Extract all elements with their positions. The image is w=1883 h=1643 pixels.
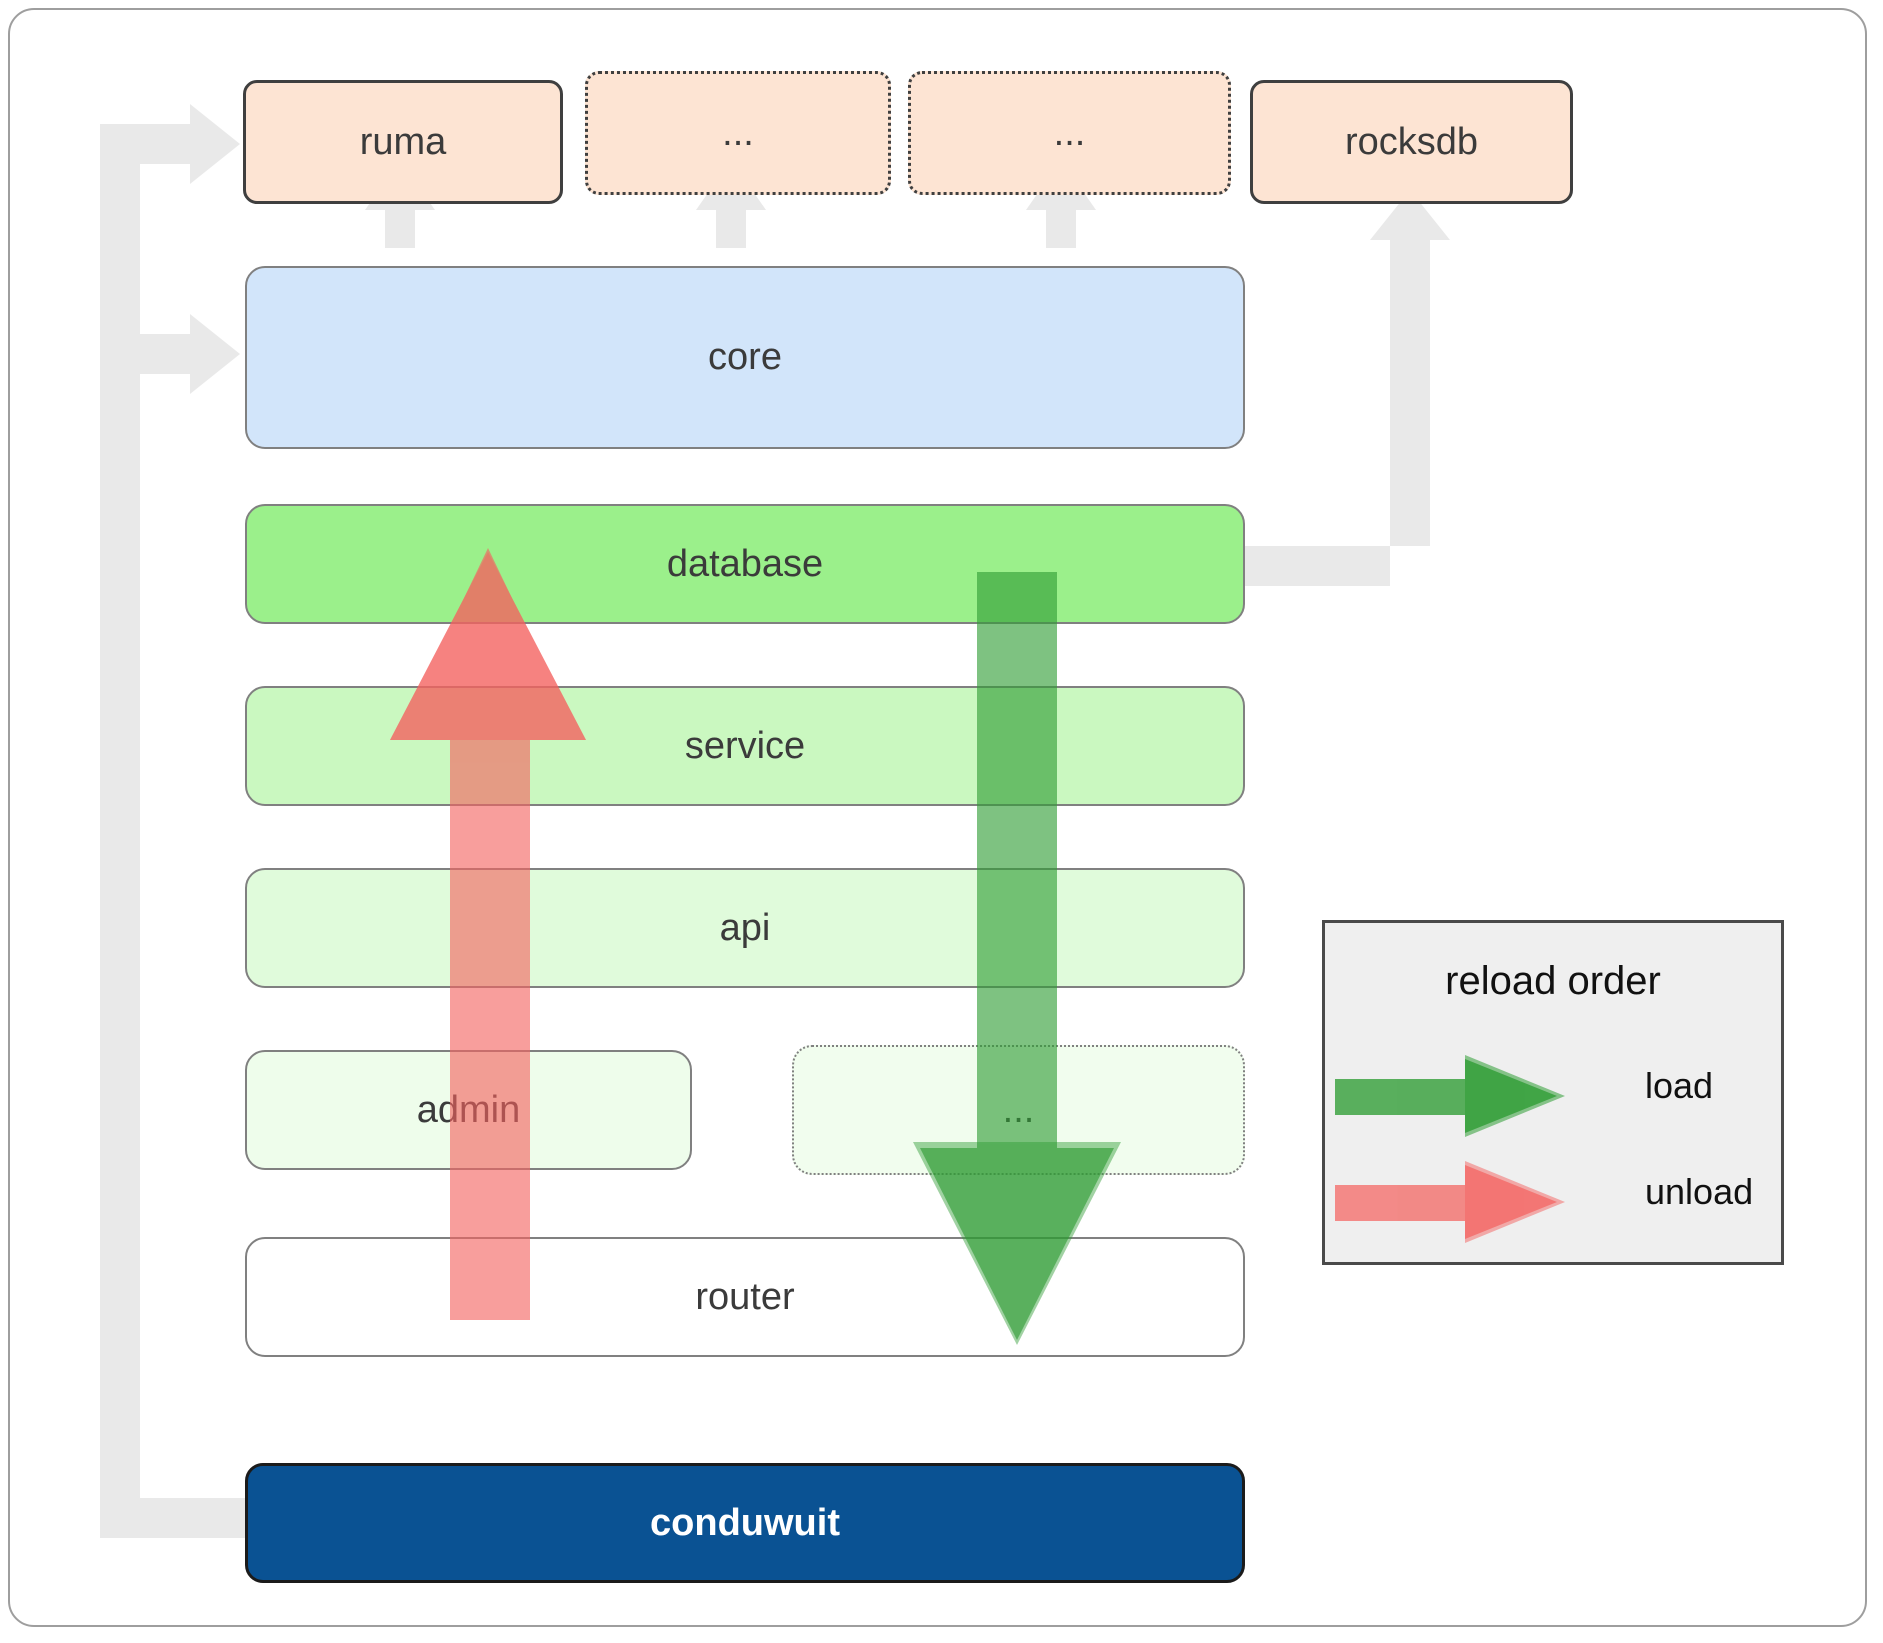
- legend-load-label: load: [1645, 1065, 1714, 1106]
- dependency-label: ruma: [359, 120, 447, 163]
- layer-box-service[interactable]: service: [245, 686, 1245, 806]
- layer-box-admin[interactable]: admin: [245, 1050, 692, 1170]
- layer-label: ...: [1002, 1088, 1035, 1131]
- layer-label: router: [695, 1275, 795, 1318]
- dependency-label: ...: [1053, 111, 1086, 154]
- dependency-box-2[interactable]: ...: [585, 71, 891, 195]
- legend-title: reload order: [1445, 959, 1661, 1003]
- layer-box-router[interactable]: router: [245, 1237, 1245, 1357]
- dependency-box-3[interactable]: ...: [908, 71, 1231, 195]
- layer-label: service: [684, 724, 806, 767]
- dependency-box-rocksdb[interactable]: rocksdb: [1250, 80, 1573, 204]
- dependency-label: rocksdb: [1344, 120, 1479, 163]
- dependency-box-ruma[interactable]: ruma: [243, 80, 563, 204]
- layer-box-api[interactable]: api: [245, 868, 1245, 988]
- legend-row-unload: unload: [1325, 1157, 1781, 1247]
- dependency-label: ...: [722, 111, 754, 154]
- root-box-conduwuit[interactable]: conduwuit: [245, 1463, 1245, 1583]
- core-box[interactable]: core: [245, 266, 1245, 449]
- layer-box-extra[interactable]: ...: [792, 1045, 1245, 1175]
- legend-row-load: load: [1325, 1051, 1781, 1141]
- legend-unload-label: unload: [1645, 1171, 1754, 1212]
- legend-unload-arrow-icon: [1335, 1161, 1565, 1243]
- root-label: conduwuit: [650, 1501, 840, 1544]
- legend-load-arrow-icon: [1335, 1055, 1565, 1137]
- core-label: core: [708, 336, 782, 378]
- layer-label: database: [666, 542, 824, 585]
- diagram-frame: [8, 8, 1867, 1627]
- layer-label: admin: [416, 1088, 521, 1131]
- legend-panel: reload order load: [1322, 920, 1784, 1265]
- layer-label: api: [719, 906, 771, 949]
- layer-box-database[interactable]: database: [245, 504, 1245, 624]
